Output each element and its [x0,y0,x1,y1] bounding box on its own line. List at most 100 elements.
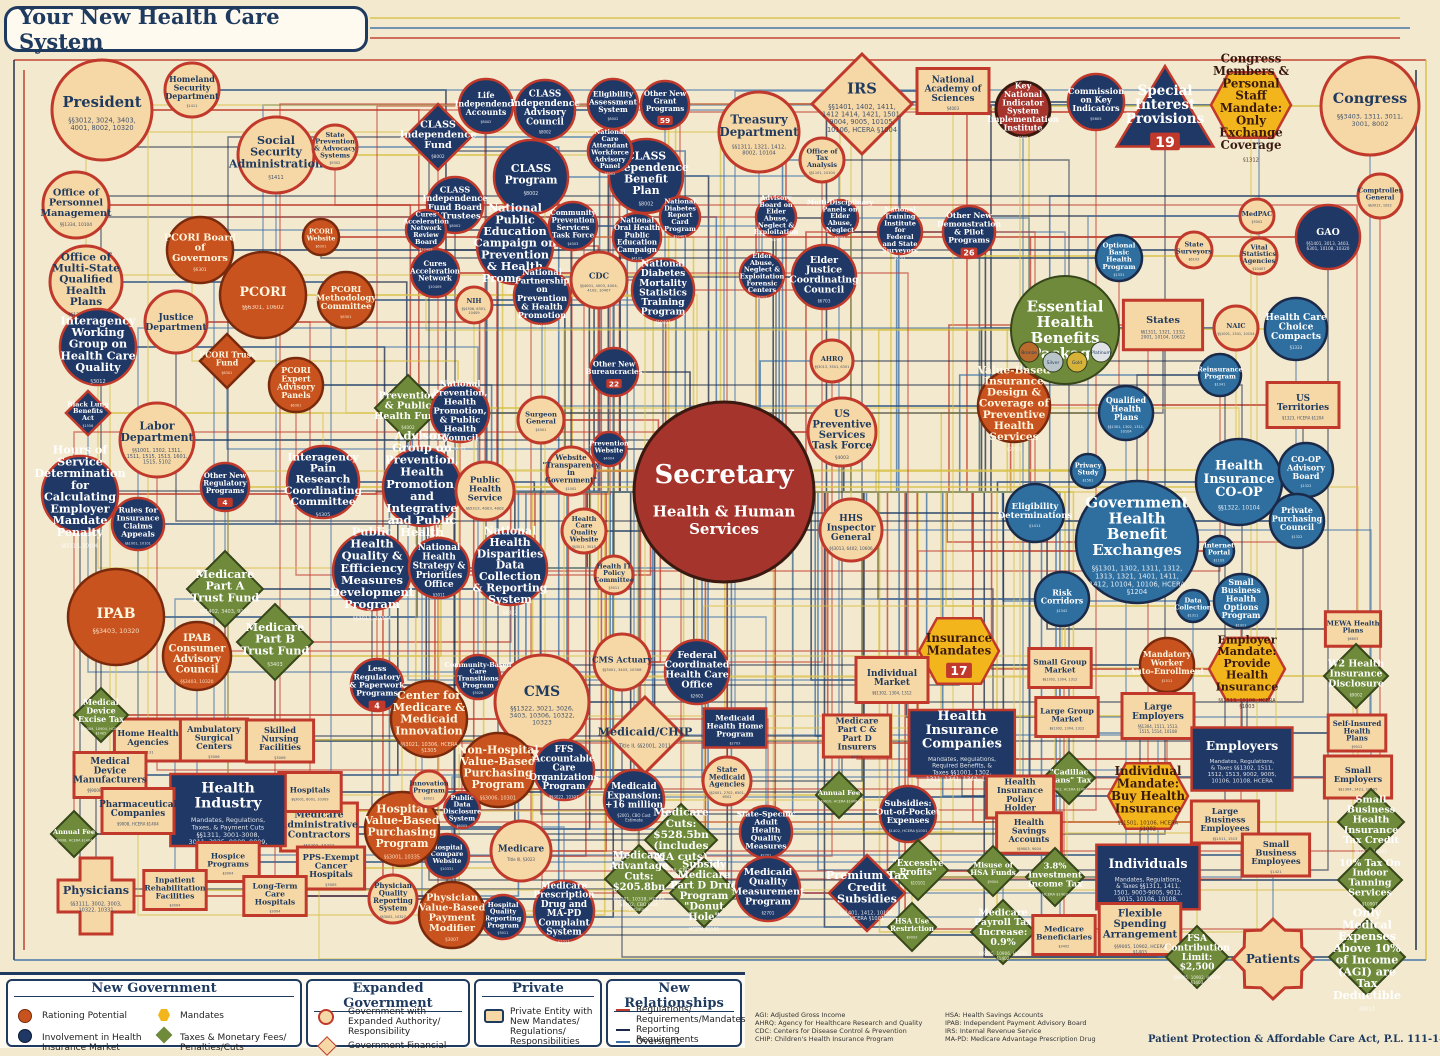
small-group-citation: §§1302, 1304, 1312 [1043,678,1078,682]
pcori-web-circle [301,217,341,257]
elder-advisory-citation: §6703 [771,238,782,242]
cures-network-citation: §10409 [429,285,442,289]
other-reg-count: 4 [222,498,227,507]
oral-health-citation: §4102 [632,257,643,261]
individual-market-shape [854,656,930,704]
key-indicator-citation: §5605 [1018,136,1029,140]
link-justice-private-council [175,322,1297,522]
medicare-cuts-shape [643,802,719,878]
hsa-citation: §§9003, 9004 [1017,847,1042,851]
inpatient-rehab-shape [142,869,208,911]
nih-label: NIH [466,297,481,305]
other-demo-count-badge [960,247,978,258]
legend-financial: Government Financial [348,1041,447,1051]
node-annual-fee: Annual Fee§9008, HCERA §1404 [49,809,99,859]
other-bureau-count: 22 [609,380,619,389]
individual-mandate-shape [1106,761,1190,831]
node-gao: GAO§§1401, 3013, 3403,6301, 10108, 10320 [1294,203,1362,271]
link-hospitals-justice [176,321,311,792]
node-medpac: MedPAC§3002 [1238,197,1276,235]
diagram-title: Your New Health Care System [19,4,280,54]
medicare-beneficiaries-shape [1031,914,1097,956]
pcori-trust-shape [198,332,256,390]
nas-shape [915,67,991,115]
labor-citation: §§1001, 1302, 1311,1511, 1515, 1513, 160… [127,448,188,465]
legend-new-relationships: New Relationships Regulations/ Requireme… [606,979,746,1047]
ipab-council-citation: §§3403, 10320 [180,679,213,685]
other-grant-count: 59 [660,116,670,125]
node-ahrq: AHRQ§§3013, 3501, 6301 [809,338,855,384]
hhs-ig-citation: §§3013, 6402, 10606 [829,546,873,551]
pcori-gov-citation: §6301 [193,267,207,273]
irs-label: IRS [847,81,877,98]
small-group-shape [1027,647,1093,689]
link-cms-actuary-medical-expenses [621,662,1367,958]
privacy-study-citation: §1561 [1083,478,1094,482]
rules-appeals-circle [110,496,166,552]
pcori-method-citation: §6301 [340,315,351,319]
hsa-restriction-citation: §9003 [907,935,918,939]
president-label: President [62,94,141,111]
large-group-citation: §§1302, 1304, 1312 [1050,727,1085,731]
individuals-citation: Mandates, Regulations,& Taxes §§1311, 14… [1114,877,1183,903]
state-surveyors-circle [1174,230,1214,270]
subsidy-part-d-shape [668,857,740,929]
workforce-circle [586,127,634,175]
legend-mandates: Mandates [180,1011,224,1021]
mewa-citation: §6603 [1348,637,1359,641]
physicians-label: Physicians [63,884,129,897]
secretary-circle [632,400,816,584]
inpatient-rehab-citation: §3004 [170,904,181,908]
long-term-care-shape [242,875,308,917]
excessive-profits-citation: §10101 [911,881,926,886]
other-reg-circle [199,461,251,513]
medicare-adv-cuts-shape [603,843,675,915]
interagency-citation: §3012 [90,379,105,385]
hours-citation: §§1513, 10106 [62,544,99,550]
physician-reporting-citation: §§3002, 10327 [380,915,406,919]
prev-fund-citation: §4002 [401,425,415,431]
